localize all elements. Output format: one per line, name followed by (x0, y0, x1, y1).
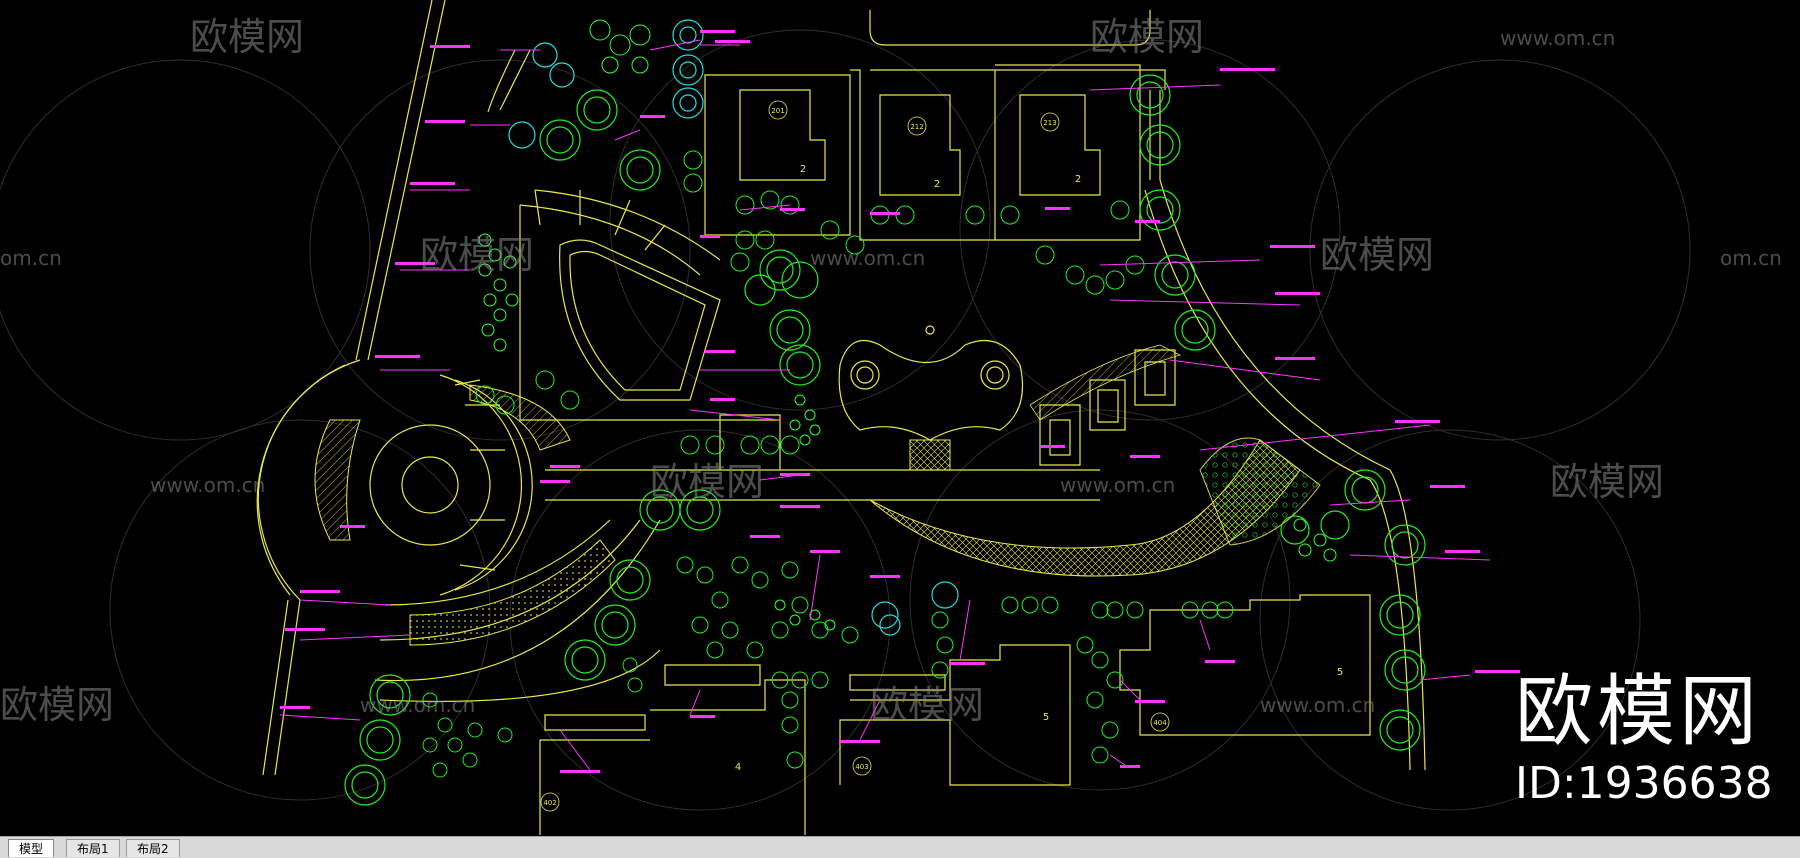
watermark-url: www.om.cn (1500, 26, 1615, 50)
watermark-url: www.om.cn (360, 693, 475, 717)
watermark-logo: 欧模网 (1550, 460, 1664, 504)
watermark-logo: 欧模网 (1320, 233, 1434, 277)
watermark-logo: 欧模网 (870, 683, 984, 727)
watermark-logo: 欧模网 (1090, 15, 1204, 59)
watermark-url: www.om.cn (1060, 473, 1175, 497)
hatch-areas (314, 344, 1321, 646)
cad-model-viewport[interactable]: 201 212 213 402 403 404 2 2 2 4 5 5 (0, 0, 1800, 836)
tab-model[interactable]: 模型 (8, 839, 55, 857)
building-tag-213: 213 (1043, 119, 1056, 127)
building-tag-201: 201 (771, 107, 784, 115)
building-number-5b: 5 (1337, 667, 1343, 678)
site-plan-drawing: 201 212 213 402 403 404 2 2 2 4 5 5 (0, 0, 1782, 835)
layout-tab-bar: 模型 布局1 布局2 (0, 836, 1800, 858)
floor-tag-3: 2 (1075, 174, 1081, 185)
tree-symbols (344, 74, 1426, 806)
road-linework (256, 0, 1426, 835)
brand-overlay: 欧模网 ID:1936638 (1515, 670, 1773, 810)
watermark-logo: 欧模网 (650, 460, 764, 504)
building-number-5: 5 (1043, 712, 1049, 723)
model-id-label: ID:1936638 (1515, 758, 1773, 809)
building-number-4: 4 (735, 762, 741, 773)
building-tag-212: 212 (910, 123, 923, 131)
brand-name: 欧模网 (1515, 667, 1762, 757)
building-tag-403: 403 (855, 763, 868, 771)
annotation-ticks (280, 30, 1520, 773)
watermark-url: www.om.cn (810, 246, 925, 270)
watermark-url: www.om.cn (1260, 693, 1375, 717)
watermark-url-short: om.cn (1720, 246, 1782, 270)
watermark-logo: 欧模网 (420, 233, 534, 277)
building-tags (540, 100, 1170, 812)
dense-planting (478, 19, 1337, 631)
tab-layout-1[interactable]: 布局1 (66, 839, 120, 857)
watermark-logo: 欧模网 (190, 15, 304, 59)
building-tag-402: 402 (543, 799, 556, 807)
watermark-url: www.om.cn (150, 473, 265, 497)
watermark-circles (0, 29, 1691, 811)
watermark-url-short: om.cn (0, 246, 62, 270)
floor-tag-1: 2 (800, 164, 806, 175)
floor-tag-2: 2 (934, 179, 940, 190)
tab-layout-2[interactable]: 布局2 (126, 839, 180, 857)
watermark-logo: 欧模网 (0, 683, 114, 727)
shrub-symbols (422, 150, 1234, 778)
building-tag-404: 404 (1153, 719, 1167, 727)
palm-symbols (508, 19, 959, 636)
annotation-leaders (279, 39, 1491, 771)
watermarks: 欧模网 欧模网 欧模网 欧模网 欧模网 欧模网 欧模网 欧模网 www.om.c… (0, 15, 1782, 727)
